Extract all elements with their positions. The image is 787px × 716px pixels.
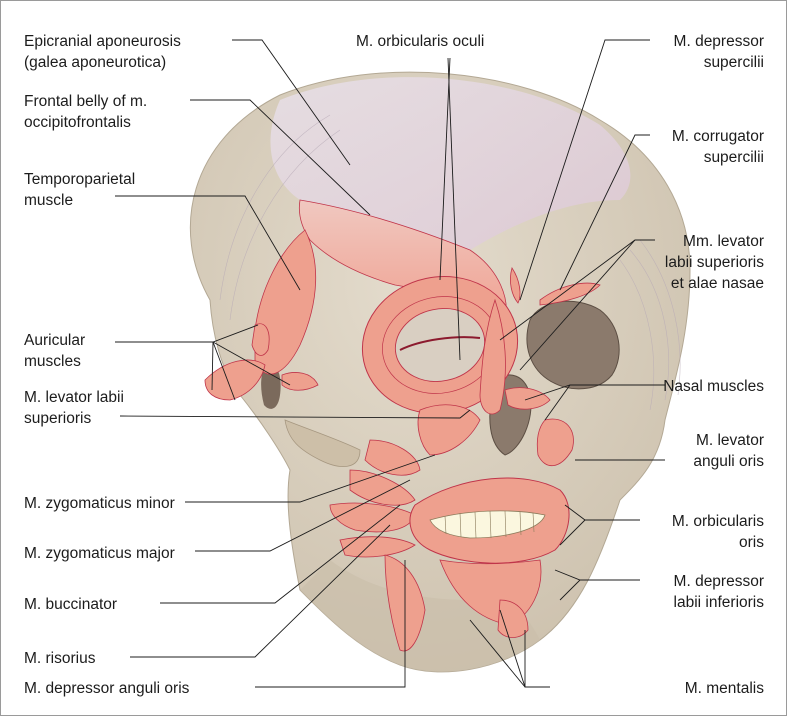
label-risorius: M. risorius (24, 650, 96, 667)
label-nasal: Nasal muscles (663, 378, 764, 395)
label-orbicularis-oculi: M. orbicularis oculi (356, 33, 484, 50)
label-buccinator: M. buccinator (24, 596, 117, 613)
label-levator-alae-2: labii superioris (665, 254, 764, 271)
label-corrugator-1: M. corrugator (672, 128, 764, 145)
auricular-superior (252, 324, 269, 356)
label-mentalis: M. mentalis (685, 680, 764, 697)
label-temporoparietal-1: Temporoparietal (24, 171, 135, 188)
label-levator-labii-sup-2: superioris (24, 410, 91, 427)
label-depressor-labii-inf-2: labii inferioris (674, 594, 765, 611)
label-levator-anguli-2: anguli oris (693, 453, 764, 470)
label-levator-alae-3: et alae nasae (671, 275, 764, 292)
label-corrugator-2: supercilii (704, 149, 764, 166)
label-epicranial-1: Epicranial aponeurosis (24, 33, 181, 50)
label-frontal-2: occipitofrontalis (24, 114, 131, 131)
label-frontal-1: Frontal belly of m. (24, 93, 147, 110)
label-levator-alae-1: Mm. levator (683, 233, 764, 250)
label-epicranial-2: (galea aponeurotica) (24, 54, 166, 71)
label-levator-labii-sup-1: M. levator labii (24, 389, 124, 406)
label-zyg-major: M. zygomaticus major (24, 545, 175, 562)
label-orbicularis-oris-2: oris (739, 534, 764, 551)
label-auricular-2: muscles (24, 353, 81, 370)
label-levator-anguli-1: M. levator (696, 432, 764, 449)
label-temporoparietal-2: muscle (24, 192, 73, 209)
label-depressor-labii-inf-1: M. depressor (674, 573, 764, 590)
label-zyg-minor: M. zygomaticus minor (24, 495, 175, 512)
label-auricular-1: Auricular (24, 332, 85, 349)
label-orbicularis-oris-1: M. orbicularis (672, 513, 764, 530)
label-depressor-anguli: M. depressor anguli oris (24, 680, 190, 697)
label-depressor-supercilii-2: supercilii (704, 54, 764, 71)
label-depressor-supercilii-1: M. depressor (674, 33, 764, 50)
